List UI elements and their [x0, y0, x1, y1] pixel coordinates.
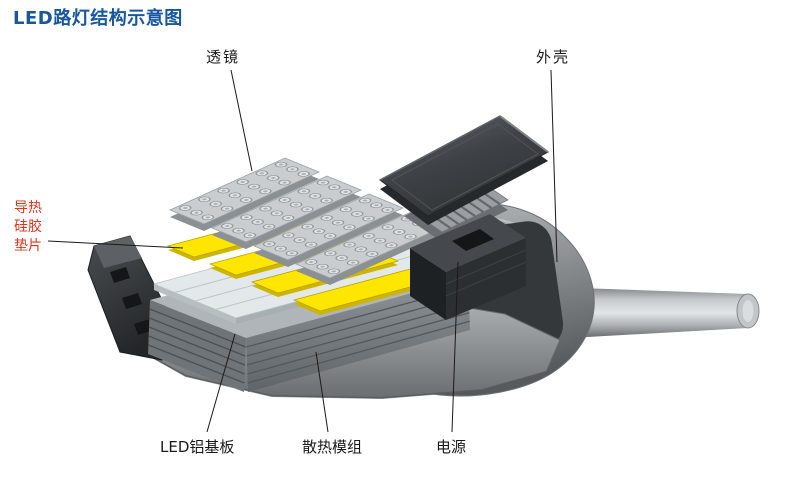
leader-line-substrate — [206, 333, 236, 433]
leader-line-thermal-pad — [47, 240, 184, 249]
leader-line-lens — [230, 69, 253, 172]
leader-line-heatsink — [315, 351, 329, 433]
page-title: LED路灯结构示意图 — [13, 8, 183, 29]
leader-line-housing — [550, 69, 558, 263]
power-supply-graphic — [410, 214, 527, 320]
label-heatsink: 散热模组 — [302, 438, 363, 456]
top-cover-graphic — [379, 115, 549, 225]
label-power: 电源 — [436, 438, 467, 456]
label-thermal-pad-line1: 导热 — [14, 200, 42, 216]
label-housing: 外壳 — [536, 48, 571, 66]
label-thermal-pad: 导热 硅胶 垫片 — [14, 199, 42, 256]
label-led-substrate: LED铝基板 — [160, 438, 235, 456]
label-thermal-pad-line2: 硅胶 — [14, 219, 42, 235]
leader-lines — [47, 69, 558, 433]
lens-array-graphic — [168, 157, 447, 285]
label-lens: 透镜 — [206, 48, 241, 66]
leader-line-power — [451, 261, 459, 433]
label-thermal-pad-line3: 垫片 — [14, 238, 42, 254]
pole-graphic — [552, 287, 760, 339]
